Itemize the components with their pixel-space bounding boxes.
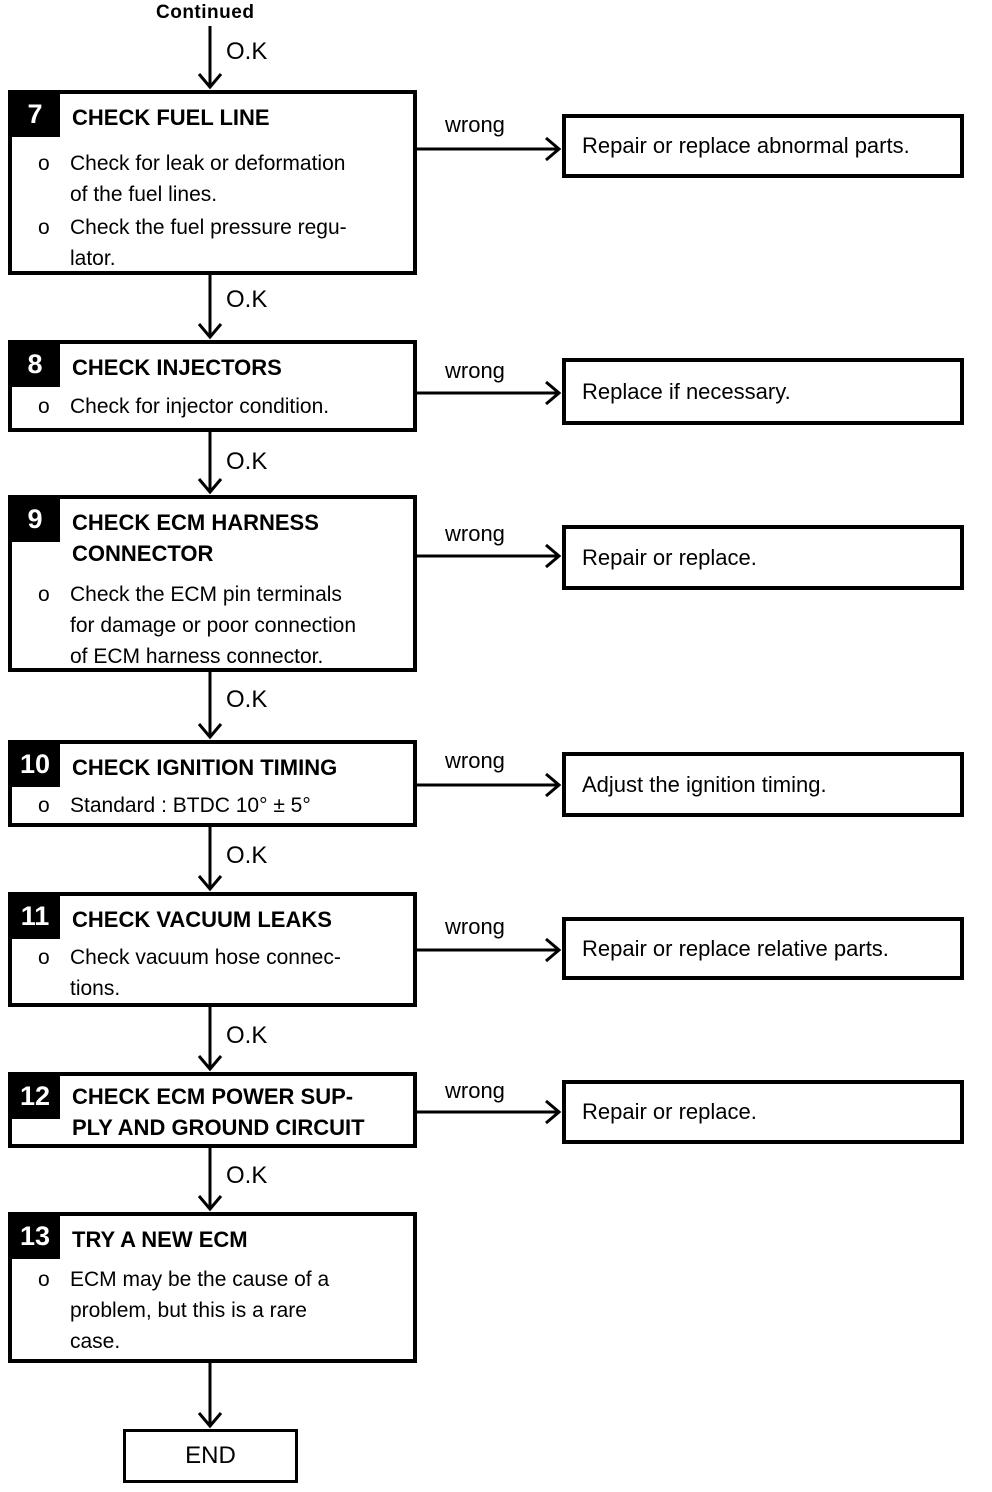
step-number-badge: 13	[10, 1214, 60, 1259]
action-box: Adjust the ignition timing.	[562, 752, 964, 817]
step-box-7: 7 CHECK FUEL LINE o Check for leak or de…	[8, 90, 417, 275]
action-box: Replace if necessary.	[562, 358, 964, 425]
bullet-text: Check for injector condition.	[70, 395, 330, 418]
step-title: CHECK ECM HARNESS CONNECTOR	[72, 510, 319, 566]
step-number-badge: 9	[10, 497, 60, 542]
step-box-13: 13 TRY A NEW ECM o ECM may be the cause …	[8, 1212, 417, 1363]
ok-arrow	[197, 275, 223, 340]
step-bullet: o ECM may be the cause of a problem, but…	[12, 1264, 413, 1357]
ok-arrow	[197, 827, 223, 892]
ok-label: O.K	[226, 1162, 268, 1189]
step-bullet: o Check for leak or deformation of the f…	[12, 148, 413, 210]
bullet-marker: o	[38, 395, 50, 418]
step-title: TRY A NEW ECM	[72, 1227, 248, 1252]
bullet-text: ECM may be the cause of a problem, but t…	[70, 1268, 330, 1353]
bullet-text: Check for leak or deformation of the fue…	[70, 152, 346, 206]
ok-arrow	[197, 26, 223, 90]
wrong-label: wrong	[445, 521, 505, 546]
step-box-12: 12 CHECK ECM POWER SUP- PLY AND GROUND C…	[8, 1072, 417, 1148]
step-bullet: o Check vacuum hose connec- tions.	[12, 942, 413, 1004]
bullet-marker: o	[38, 1268, 50, 1291]
ok-arrow	[197, 432, 223, 495]
step-box-10: 10 CHECK IGNITION TIMING o Standard : BT…	[8, 740, 417, 827]
step-bullet: o Check the ECM pin terminals for damage…	[12, 579, 413, 672]
continued-label: Continued	[156, 2, 255, 23]
bullet-marker: o	[38, 794, 50, 817]
step-number-badge: 7	[10, 92, 60, 137]
ok-arrow	[197, 1147, 223, 1212]
bullet-text: Check the fuel pressure regu- lator.	[70, 216, 347, 270]
action-box: Repair or replace relative parts.	[562, 917, 964, 980]
step-title: CHECK INJECTORS	[72, 355, 282, 380]
bullet-marker: o	[38, 216, 50, 239]
ok-arrow	[197, 1007, 223, 1072]
wrong-label: wrong	[445, 358, 505, 383]
wrong-arrow	[417, 937, 562, 963]
wrong-arrow	[417, 772, 562, 798]
wrong-label: wrong	[445, 1078, 505, 1103]
step-bullet: o Standard : BTDC 10° ± 5°	[12, 790, 413, 821]
wrong-arrow	[417, 380, 562, 406]
action-box: Repair or replace abnormal parts.	[562, 114, 964, 178]
step-number-badge: 8	[10, 342, 60, 387]
bullet-marker: o	[38, 946, 50, 969]
end-box: END	[123, 1429, 298, 1483]
step-number-badge: 11	[10, 894, 60, 939]
ok-arrow	[197, 672, 223, 740]
bullet-text: Check the ECM pin terminals for damage o…	[70, 583, 357, 668]
ok-label: O.K	[226, 448, 268, 475]
wrong-arrow	[417, 136, 562, 162]
step-number-badge: 12	[10, 1074, 60, 1119]
wrong-arrow	[417, 543, 562, 569]
step-number-badge: 10	[10, 742, 60, 787]
step-bullet: o Check the fuel pressure regu- lator.	[12, 212, 413, 274]
step-title: CHECK FUEL LINE	[72, 105, 270, 130]
ok-label: O.K	[226, 686, 268, 713]
ok-label: O.K	[226, 286, 268, 313]
bullet-marker: o	[38, 583, 50, 606]
step-bullet: o Check for injector condition.	[12, 391, 413, 422]
bullet-marker: o	[38, 152, 50, 175]
step-box-8: 8 CHECK INJECTORS o Check for injector c…	[8, 340, 417, 432]
step-box-11: 11 CHECK VACUUM LEAKS o Check vacuum hos…	[8, 892, 417, 1007]
ok-label: O.K	[226, 38, 268, 65]
wrong-label: wrong	[445, 112, 505, 137]
end-arrow	[197, 1363, 223, 1429]
step-box-9: 9 CHECK ECM HARNESS CONNECTOR o Check th…	[8, 495, 417, 672]
step-title: CHECK ECM POWER SUP- PLY AND GROUND CIRC…	[72, 1084, 365, 1140]
step-title: CHECK VACUUM LEAKS	[72, 907, 332, 932]
wrong-arrow	[417, 1099, 562, 1125]
wrong-label: wrong	[445, 914, 505, 939]
ok-label: O.K	[226, 842, 268, 869]
ok-label: O.K	[226, 1022, 268, 1049]
action-box: Repair or replace.	[562, 1080, 964, 1144]
action-box: Repair or replace.	[562, 525, 964, 590]
bullet-text: Standard : BTDC 10° ± 5°	[70, 794, 311, 817]
step-title: CHECK IGNITION TIMING	[72, 755, 338, 780]
bullet-text: Check vacuum hose connec- tions.	[70, 946, 341, 1000]
wrong-label: wrong	[445, 748, 505, 773]
